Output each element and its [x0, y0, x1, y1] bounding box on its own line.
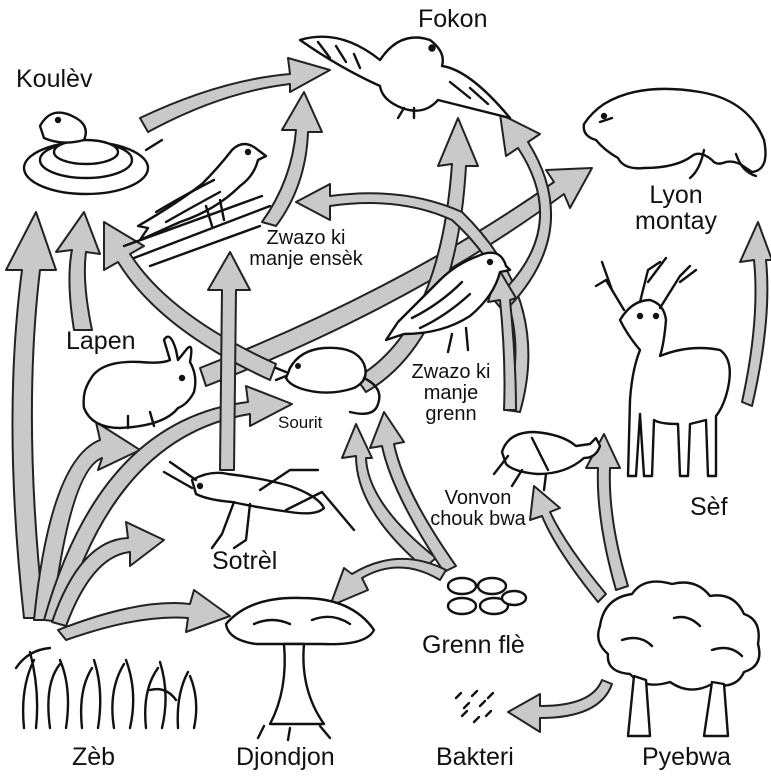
arrow-zeb-to-djondjon — [58, 590, 230, 640]
arrow-sef-to-lyon — [740, 222, 771, 406]
trees-drawing — [598, 582, 759, 736]
beetle-drawing — [494, 432, 600, 490]
label-djondjon: Djondjon — [236, 744, 335, 770]
label-koulev: Koulèv — [16, 66, 92, 92]
label-lyon-montay: Lyon montay — [606, 182, 746, 235]
lion-drawing — [584, 89, 766, 178]
arrow-pyebwa-to-vonvon — [530, 486, 606, 602]
label-sef: Sèf — [690, 494, 728, 520]
label-sotrel: Sotrèl — [212, 548, 277, 574]
grasshopper-drawing — [164, 462, 354, 548]
label-lapen: Lapen — [66, 328, 136, 354]
hawk-drawing — [300, 37, 510, 118]
seeds-drawing — [448, 578, 526, 614]
bacteria-drawing — [456, 691, 493, 722]
arrow-grenn-to-djondjon — [330, 559, 446, 606]
label-zwazo-ki-manje-ensek: Zwazo ki manje ensèk — [238, 228, 374, 270]
label-sourit: Sourit — [278, 414, 322, 432]
label-pyebwa: Pyebwa — [642, 744, 731, 770]
label-grenn-fle: Grenn flè — [422, 632, 525, 658]
grass-drawing — [16, 648, 196, 728]
deer-drawing — [596, 258, 730, 476]
label-fokon: Fokon — [418, 6, 487, 32]
snake-drawing — [24, 113, 162, 194]
mushroom-drawing — [226, 598, 374, 740]
arrow-lapen-to-koulev — [56, 212, 100, 330]
label-bakteri: Bakteri — [436, 744, 514, 770]
label-vonvon-chouk-bwa: Vonvon chouk bwa — [430, 488, 526, 530]
label-zeb: Zèb — [72, 744, 115, 770]
label-zwazo-ki-manje-grenn: Zwazo ki manje grenn — [398, 362, 504, 425]
arrow-pyebwa-to-bakteri — [508, 680, 612, 732]
